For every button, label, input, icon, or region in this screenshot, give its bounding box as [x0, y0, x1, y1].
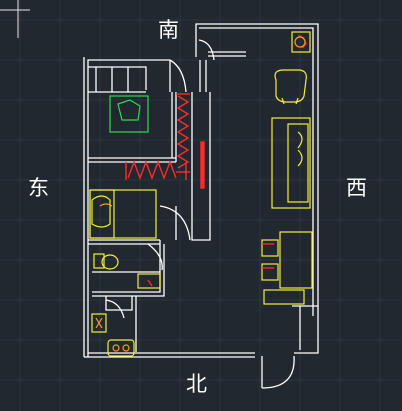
armchair: [274, 69, 307, 103]
ucs-crosshair-icon: [0, 0, 30, 38]
compass-east-label: 东: [28, 176, 49, 200]
furniture: [89, 31, 313, 357]
plant-icon: [109, 95, 149, 133]
dining-table: [279, 231, 313, 289]
walls: [83, 23, 319, 389]
stove: [107, 339, 135, 357]
sofa: [271, 117, 311, 209]
compass-west-label: 西: [346, 176, 367, 200]
compass-north-label: 北: [186, 372, 207, 396]
orange-details: [95, 36, 306, 352]
compass-south-label: 南: [158, 18, 179, 42]
red-accents: [125, 35, 307, 287]
